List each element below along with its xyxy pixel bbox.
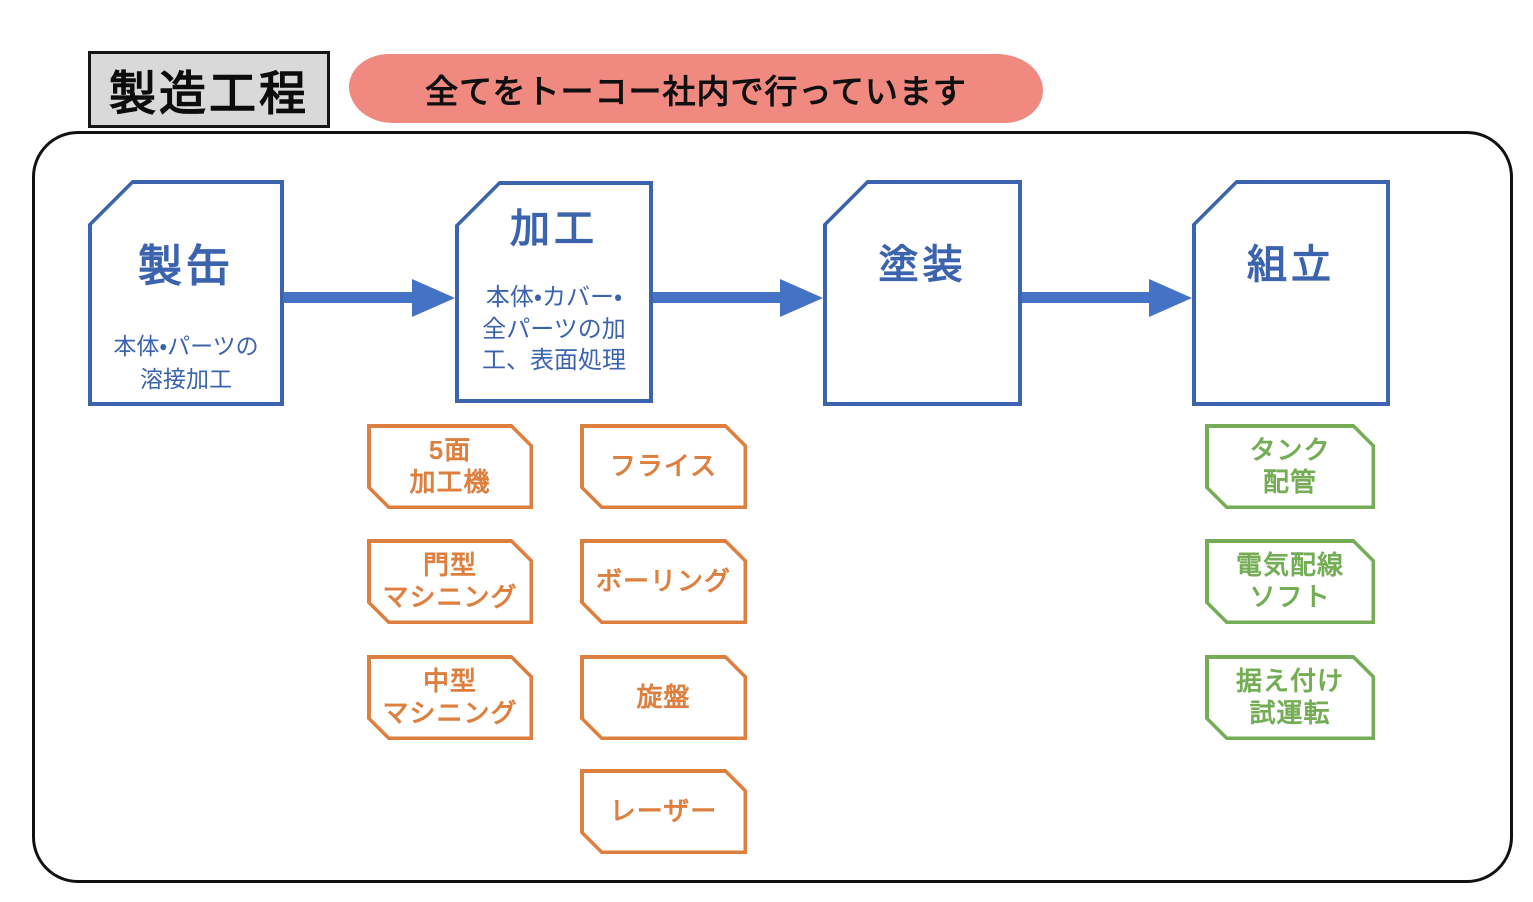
flow-arrow-icon	[1022, 292, 1149, 303]
page-title: 製造工程	[88, 51, 330, 128]
machining-tag: 門型 マシニング	[367, 539, 533, 624]
tag-label: レーザー	[609, 795, 718, 826]
machining-tag: ボーリング	[580, 539, 747, 624]
assembly-tag: 据え付け 試運転	[1205, 655, 1375, 740]
tag-label: 5面 加工機	[409, 435, 491, 497]
tag-label: 門型 マシニング	[382, 550, 518, 612]
process-title: 組立	[1247, 243, 1335, 287]
tag-label: 据え付け 試運転	[1235, 666, 1344, 728]
machining-tag: フライス	[580, 424, 747, 509]
process-subtitle: 本体・カバー・ 全パーツの加 工、表面処理	[482, 284, 626, 375]
process-subtitle: 本体・パーツの 溶接加工	[113, 333, 259, 393]
tag-label: フライス	[609, 450, 718, 481]
tag-label: タンク 配管	[1249, 435, 1331, 497]
assembly-tag: タンク 配管	[1205, 424, 1375, 509]
flow-arrow-icon	[653, 292, 780, 303]
process-card-kumitate: 組立	[1192, 180, 1390, 406]
process-title: 加工	[510, 207, 598, 251]
machining-tag: レーザー	[580, 769, 747, 854]
process-card-content: 加工 本体・カバー・ 全パーツの加 工、表面処理	[455, 181, 653, 403]
process-card-kako: 加工 本体・カバー・ 全パーツの加 工、表面処理	[455, 181, 653, 403]
process-card-content: 塗装	[823, 180, 1022, 406]
tag-label: 電気配線 ソフト	[1235, 550, 1344, 612]
process-card-toso: 塗装	[823, 180, 1022, 406]
machining-tag: 5面 加工機	[367, 424, 533, 509]
process-card-content: 組立	[1192, 180, 1390, 406]
tag-label: 中型 マシニング	[382, 666, 518, 728]
machining-tag: 旋盤	[580, 655, 747, 740]
process-card-seikan: 製缶 本体・パーツの 溶接加工	[88, 180, 284, 406]
flow-arrow-icon	[283, 292, 412, 303]
machining-tag: 中型 マシニング	[367, 655, 533, 740]
process-title: 製缶	[138, 242, 234, 291]
process-title: 塗装	[878, 243, 967, 287]
tag-label: ボーリング	[595, 565, 731, 596]
tag-label: 旋盤	[636, 681, 691, 712]
process-card-content: 製缶 本体・パーツの 溶接加工	[88, 180, 284, 406]
in-house-banner: 全てをトーコー社内で行っています	[349, 54, 1043, 123]
assembly-tag: 電気配線 ソフト	[1205, 539, 1375, 624]
